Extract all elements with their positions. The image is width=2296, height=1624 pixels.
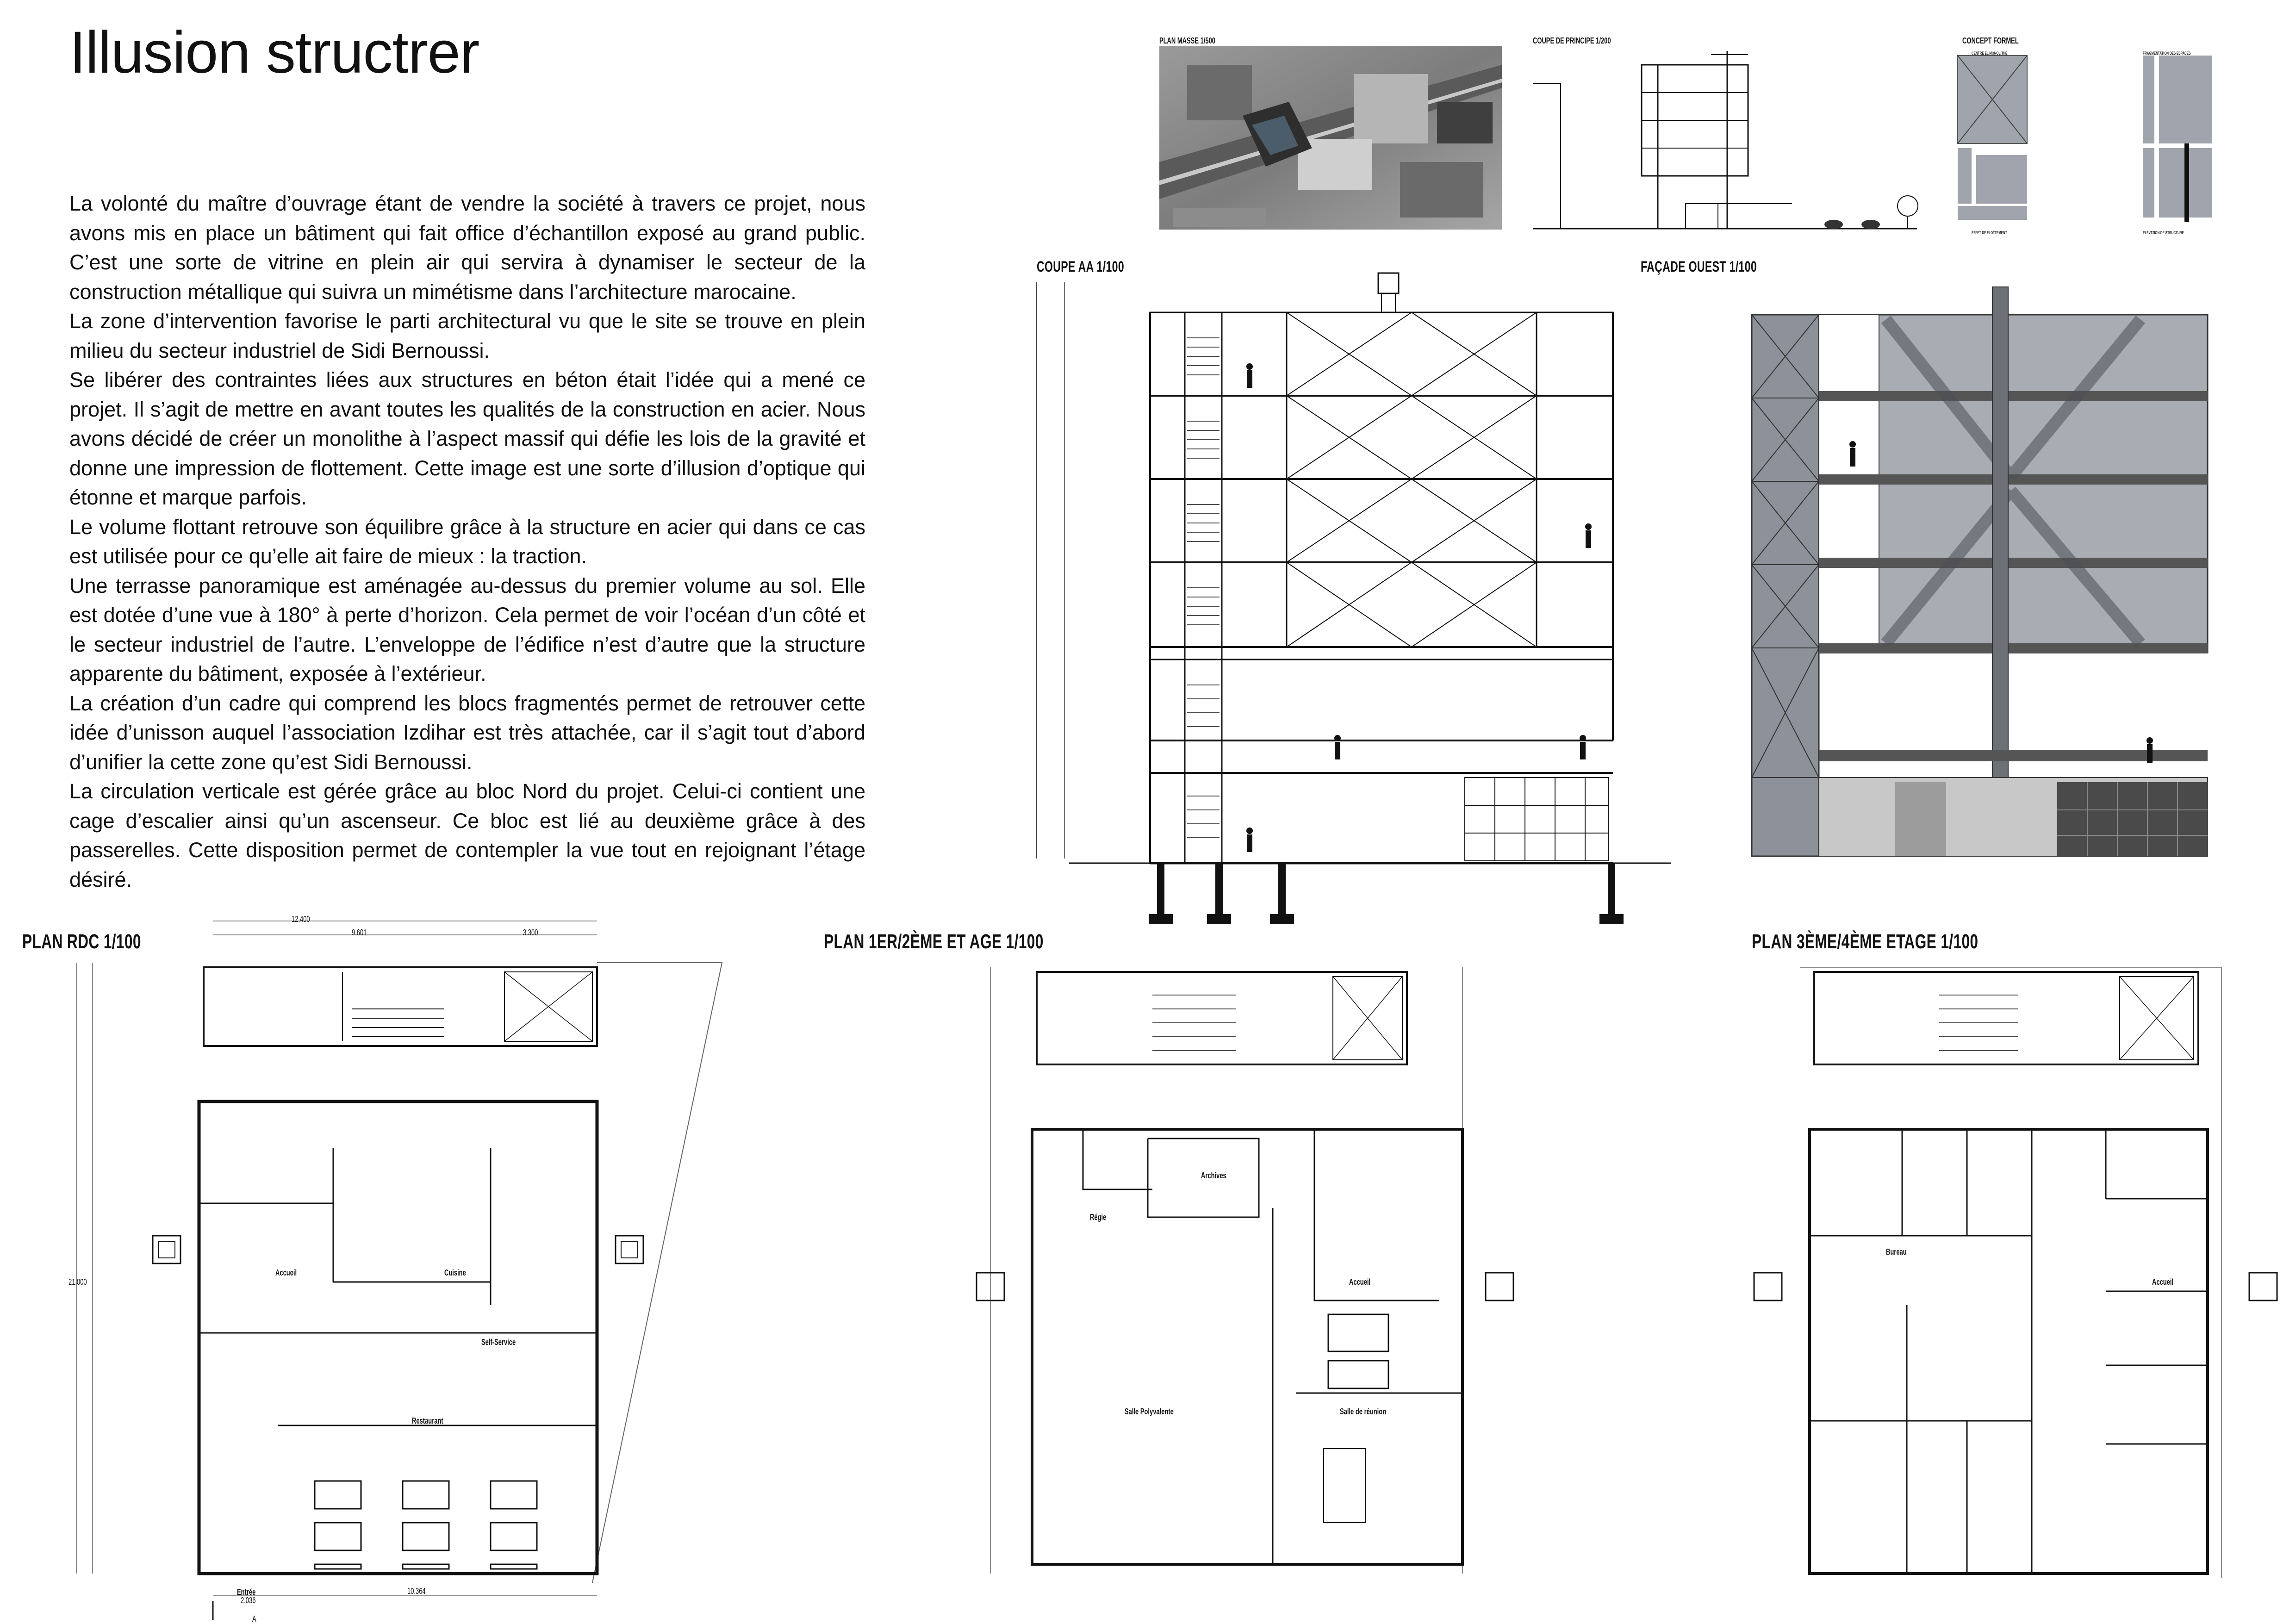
room-label: Restaurant xyxy=(412,1416,443,1425)
plan-masse-label: PLAN MASSE 1/500 xyxy=(1159,36,1216,45)
concept-note: FRAGMENTATION DES ESPACES xyxy=(2143,51,2191,56)
paragraph: La circulation verticale est gérée grâce… xyxy=(69,779,865,891)
plan-rdc-label: PLAN RDC 1/100 xyxy=(22,930,141,953)
page-title: Illusion structrer xyxy=(69,19,479,86)
room-label: Entrée xyxy=(237,1587,256,1597)
room-label: Accueil xyxy=(275,1268,297,1277)
principle-section-drawing xyxy=(1533,51,1918,230)
facade-label: FAÇADE OUEST 1/100 xyxy=(1641,258,1757,275)
concept-note: EFFET DE FLOTTEMENT xyxy=(1972,230,2007,235)
room-label: Salle Polyvalente xyxy=(1125,1407,1174,1416)
description-text: La volonté du maître d’ouvrage étant de … xyxy=(69,189,865,894)
coupe-aa-label: COUPE AA 1/100 xyxy=(1037,258,1124,275)
room-label: Régie xyxy=(1090,1213,1107,1222)
concept-diagrams xyxy=(1957,55,2212,222)
room-label: Archives xyxy=(1201,1171,1226,1180)
site-plan-aerial xyxy=(1159,46,1502,230)
room-label: Accueil xyxy=(2152,1277,2174,1287)
ground-floor-plan xyxy=(76,921,723,1620)
dimension: 10.364 xyxy=(407,1587,426,1596)
paragraph: Se libérer des contraintes liées aux str… xyxy=(69,368,865,509)
dimension: 3.300 xyxy=(523,928,538,937)
concept-note: CENTRE EL MONOLITHE xyxy=(1972,51,2008,56)
plan-1er-label: PLAN 1ER/2ÈME ET AGE 1/100 xyxy=(824,930,1044,953)
room-label: Bureau xyxy=(1886,1247,1907,1257)
dimension: 9.601 xyxy=(352,928,367,937)
section-aa-building xyxy=(1036,272,1671,924)
concept-label: CONCEPT FORMEL xyxy=(1962,36,2019,45)
dimension: 12.400 xyxy=(292,915,310,924)
paragraph: La volonté du maître d’ouvrage étant de … xyxy=(69,192,865,304)
coupe-principe-label: COUPE DE PRINCIPE 1/200 xyxy=(1533,36,1611,45)
dimension: 21.000 xyxy=(68,1277,87,1287)
paragraph: La zone d’intervention favorise le parti… xyxy=(69,309,865,362)
dimension: 2.036 xyxy=(241,1596,256,1605)
paragraph: La création d’un cadre qui comprend les … xyxy=(69,691,865,774)
first-floor-plan xyxy=(976,967,1514,1574)
room-label: Accueil xyxy=(1349,1277,1371,1287)
third-floor-plan xyxy=(1753,967,2278,1578)
paragraph: Une terrasse panoramique est aménagée au… xyxy=(69,573,865,686)
section-marker: A xyxy=(252,1614,256,1624)
plan-3eme-label: PLAN 3ÈME/4ÈME ETAGE 1/100 xyxy=(1752,930,1979,953)
room-label: Cuisine xyxy=(444,1268,466,1277)
paragraph: Le volume flottant retrouve son équilibr… xyxy=(69,515,865,568)
concept-note: ELEVATION DE STRUCTURE xyxy=(2143,230,2184,235)
room-label: Self-Service xyxy=(481,1338,516,1347)
west-facade-drawing xyxy=(1751,286,2210,857)
room-label: Salle de réunion xyxy=(1340,1407,1387,1416)
